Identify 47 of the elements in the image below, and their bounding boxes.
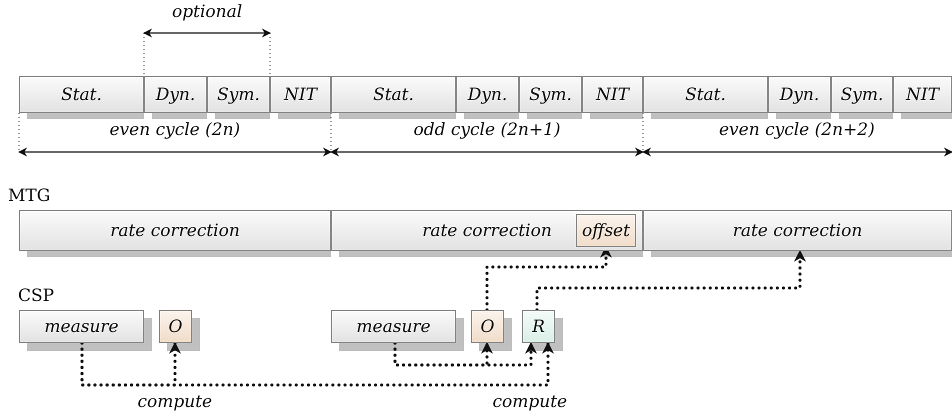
segment-box xyxy=(270,76,331,113)
process-box xyxy=(19,310,144,343)
arrow xyxy=(80,342,554,386)
box-text: Dyn. xyxy=(468,84,508,104)
phase-box xyxy=(19,210,331,251)
segment-box xyxy=(643,76,768,113)
process-box xyxy=(159,310,192,343)
box-text: offset xyxy=(582,220,630,240)
box-text: measure xyxy=(44,316,119,336)
arrow xyxy=(394,342,537,366)
segment-box xyxy=(893,76,952,113)
segment-box xyxy=(519,76,582,113)
segment-box xyxy=(456,76,519,113)
process-box xyxy=(331,310,456,343)
offset-box xyxy=(576,214,636,247)
annotation-text: optional xyxy=(170,2,244,22)
box-text: Stat. xyxy=(61,84,102,104)
process-box xyxy=(471,310,504,343)
arrow xyxy=(536,250,806,312)
box-text: NIT xyxy=(906,84,939,104)
box-text: Sym. xyxy=(840,84,884,104)
segment-box xyxy=(768,76,831,113)
process-box xyxy=(522,310,555,343)
segment-box xyxy=(831,76,893,113)
segment-box xyxy=(144,76,207,113)
box-text: NIT xyxy=(596,84,629,104)
box-text: Stat. xyxy=(685,84,726,104)
box-text: Dyn. xyxy=(780,84,820,104)
box-text: Stat. xyxy=(373,84,414,104)
box-text: rate correction xyxy=(422,220,552,240)
box-text: Sym. xyxy=(217,84,260,104)
box-text: Dyn. xyxy=(156,84,196,104)
cycle-label: even cycle (2n+2) xyxy=(717,120,877,140)
box-text: O xyxy=(480,316,494,336)
box-text: O xyxy=(168,316,182,336)
segment-box xyxy=(331,76,456,113)
box-text: measure xyxy=(356,316,431,336)
box-text: Sym. xyxy=(529,84,572,104)
phase-box xyxy=(643,210,952,251)
phase-box xyxy=(331,210,643,251)
box-text: rate correction xyxy=(732,220,862,240)
box-text: R xyxy=(532,316,545,336)
box-text: NIT xyxy=(284,84,317,104)
box-text: rate correction xyxy=(110,220,240,240)
segment-box xyxy=(207,76,270,113)
segment-box xyxy=(19,76,144,113)
segment-box xyxy=(582,76,643,113)
